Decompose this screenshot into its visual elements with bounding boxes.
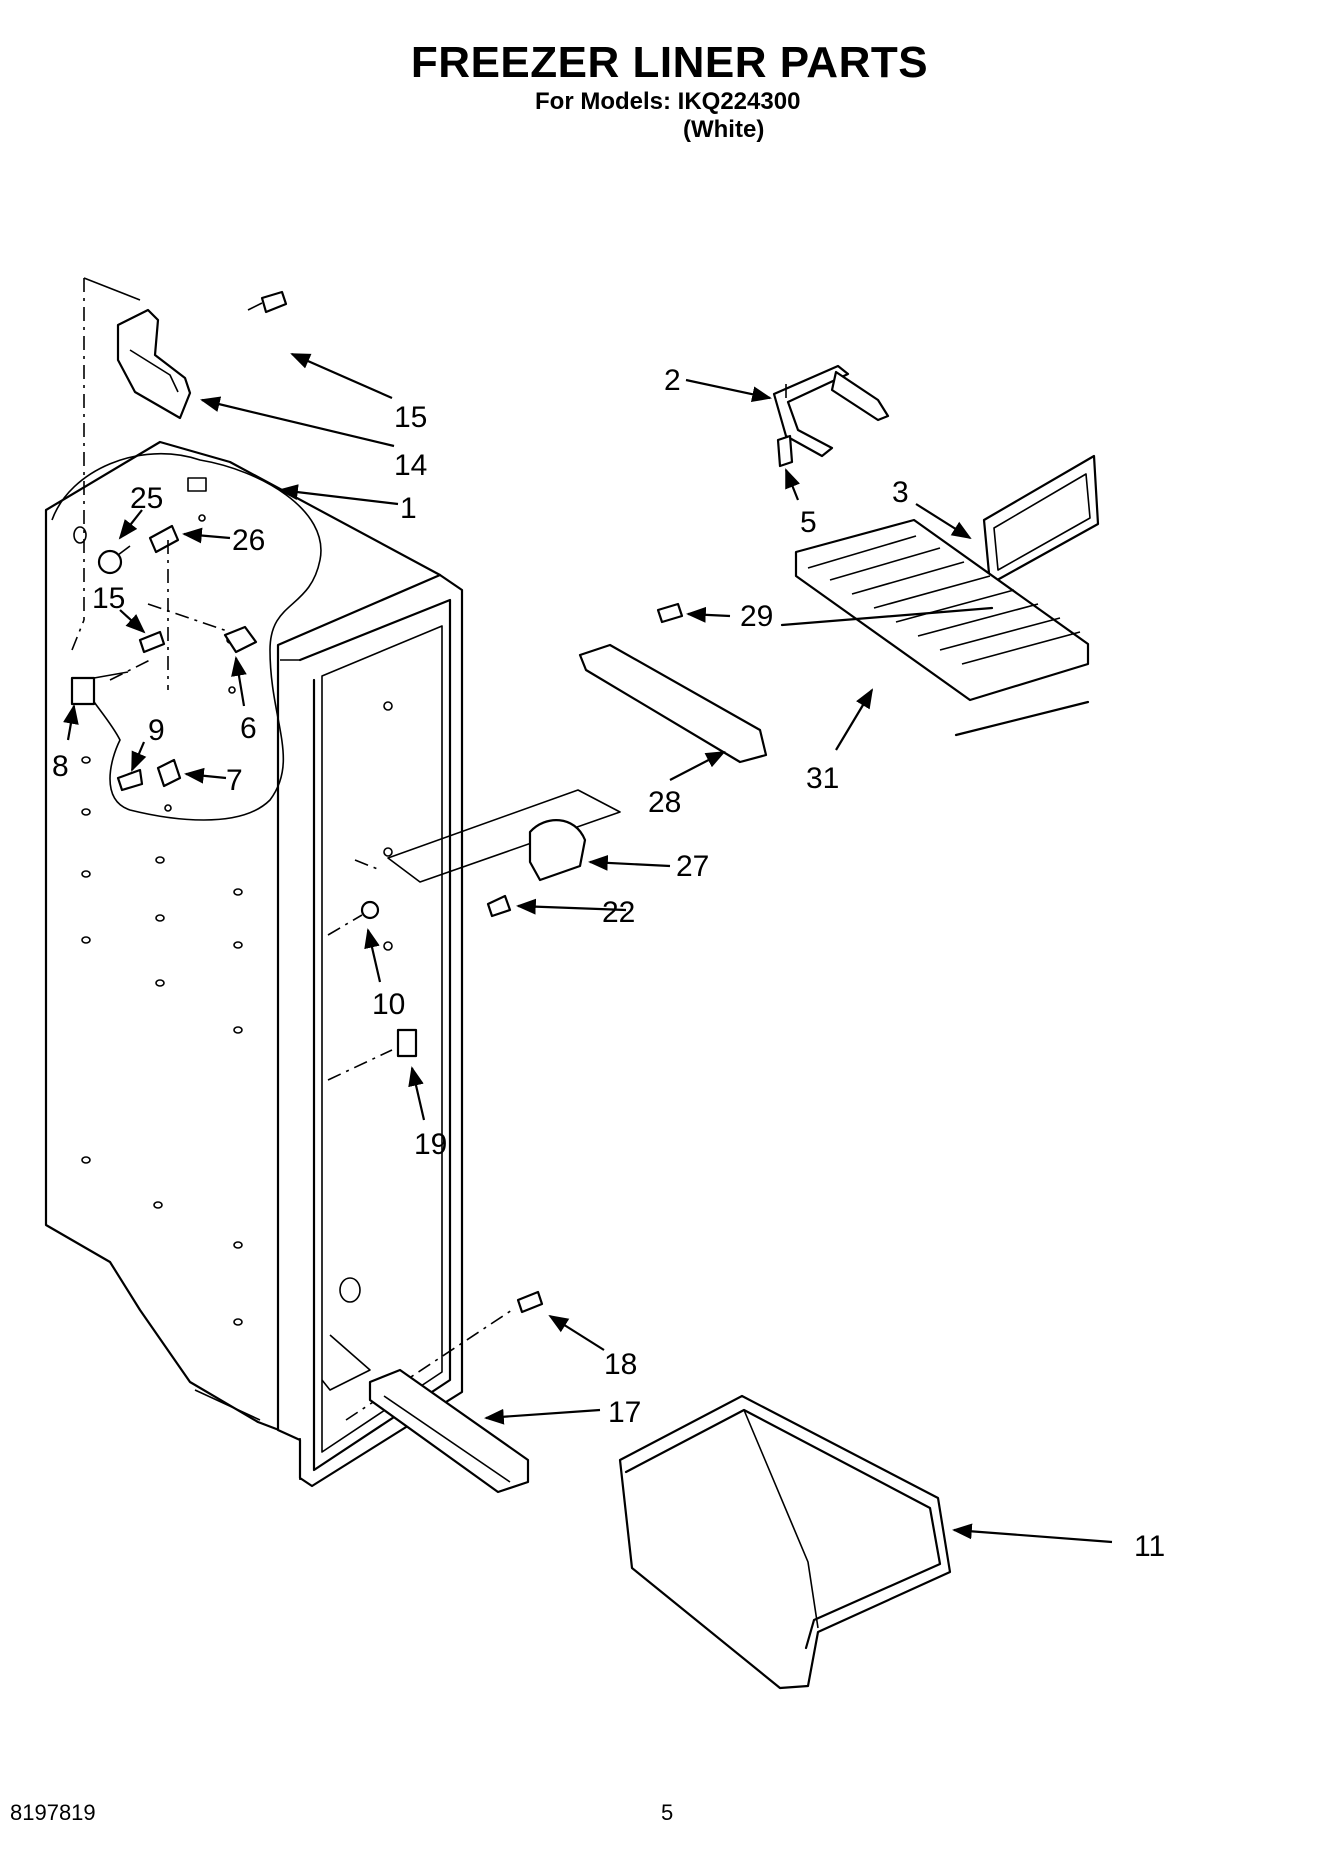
color-note: (White)	[683, 116, 765, 143]
callout-17: 17	[608, 1396, 641, 1429]
callout-9: 9	[148, 714, 165, 747]
callout-31: 31	[806, 762, 839, 795]
callout-15: 15	[394, 401, 427, 434]
callout-22: 22	[602, 896, 635, 929]
callout-2: 2	[664, 364, 681, 397]
callout-19: 19	[414, 1128, 447, 1161]
callout-18: 18	[604, 1348, 637, 1381]
callout-labels: 15 14 1 25 26 15 6 9 7 8 2 5 3 29 28 31 …	[52, 364, 1165, 1563]
callout-14: 14	[394, 449, 427, 482]
callout-28: 28	[648, 786, 681, 819]
callout-27: 27	[676, 850, 709, 883]
document-number: 8197819	[10, 1800, 96, 1825]
callout-5: 5	[800, 506, 817, 539]
callout-11: 11	[1134, 1530, 1165, 1563]
callout-25: 25	[130, 482, 163, 515]
callout-8: 8	[52, 750, 69, 783]
models-line: For Models: IKQ224300	[535, 88, 801, 115]
freezer-liner-drawing	[44, 277, 464, 1488]
callout-15b: 15	[92, 582, 125, 615]
callout-26: 26	[232, 524, 265, 557]
callout-3: 3	[892, 476, 909, 509]
callout-6: 6	[240, 712, 257, 745]
leader-arrows	[63, 352, 1113, 1544]
page-number: 5	[661, 1800, 674, 1825]
left-small-parts	[70, 290, 288, 792]
callout-7: 7	[226, 764, 243, 797]
right-top-parts	[772, 364, 1100, 586]
callout-1: 1	[400, 492, 417, 525]
page-title: FREEZER LINER PARTS	[410, 38, 929, 87]
callout-29: 29	[740, 600, 773, 633]
bottom-parts	[345, 1290, 952, 1690]
shelf-parts	[578, 518, 1090, 764]
callout-10: 10	[372, 988, 405, 1021]
center-parts	[327, 789, 621, 1081]
